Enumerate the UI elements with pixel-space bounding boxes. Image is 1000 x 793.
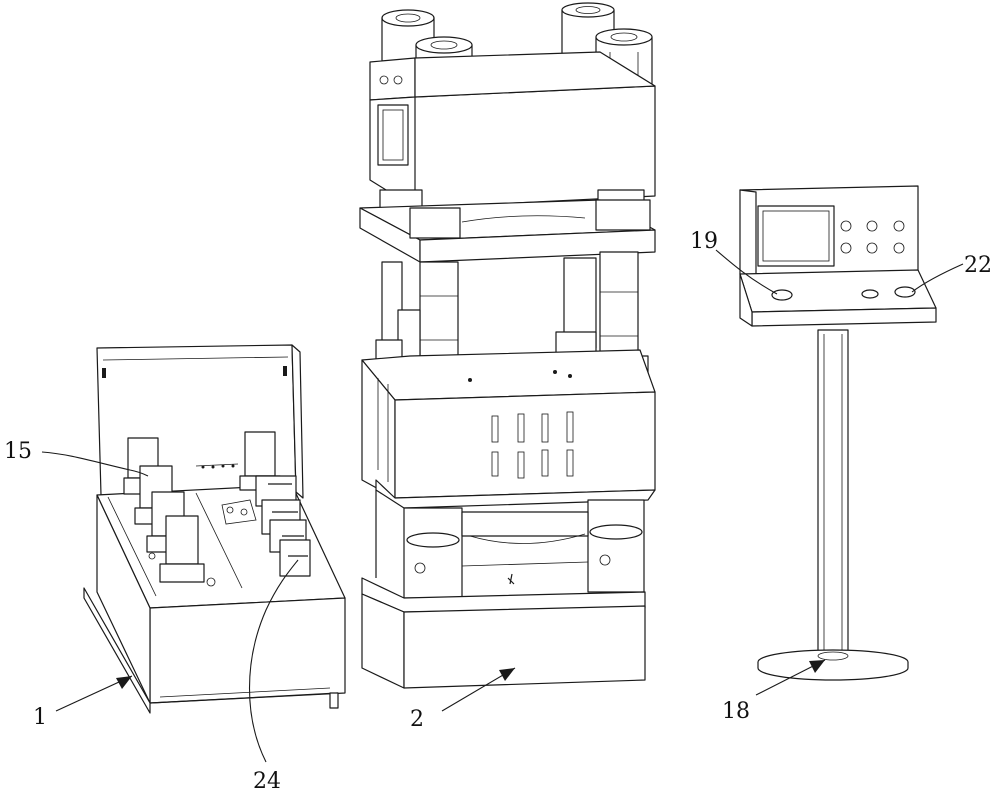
control-console (740, 186, 936, 680)
ref-numeral-19: 19 (690, 229, 718, 254)
hydraulic-unit (84, 345, 345, 713)
ref-numeral-18: 18 (722, 699, 750, 724)
press (360, 3, 655, 688)
console-left-button (772, 290, 792, 300)
ref-numeral-2: 2 (410, 707, 424, 732)
ref-numeral-22: 22 (964, 253, 992, 278)
ref-numeral-24: 24 (253, 769, 281, 793)
ref-numeral-15: 15 (4, 439, 32, 464)
ref-numeral-1: 1 (33, 705, 47, 730)
